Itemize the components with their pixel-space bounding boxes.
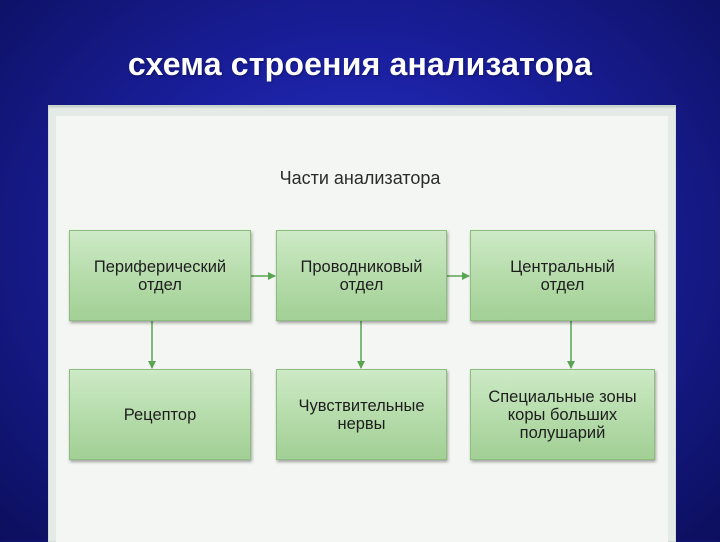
node-peripheral-label: Периферический отдел [93, 257, 227, 294]
node-central-label: Центральный отдел [510, 257, 615, 294]
node-central-section: Центральный отдел [470, 230, 655, 321]
node-sensory-nerves-label: Чувствительные нервы [298, 396, 425, 433]
node-receptor: Рецептор [69, 369, 251, 460]
diagram-panel-inner [56, 116, 668, 542]
node-conductive-label: Проводниковый отдел [300, 257, 423, 294]
diagram-title: Части анализатора [279, 168, 441, 188]
node-cortex-zones: Специальные зоны коры больших полушарий [470, 369, 655, 460]
node-cortex-zones-label: Специальные зоны коры больших полушарий [488, 387, 637, 442]
node-sensory-nerves: Чувствительные нервы [276, 369, 447, 460]
slide-title: схема строения анализатора [127, 46, 593, 82]
node-peripheral-section: Периферический отдел [69, 230, 251, 321]
node-receptor-label: Рецептор [123, 405, 197, 424]
node-conductive-section: Проводниковый отдел [276, 230, 447, 321]
